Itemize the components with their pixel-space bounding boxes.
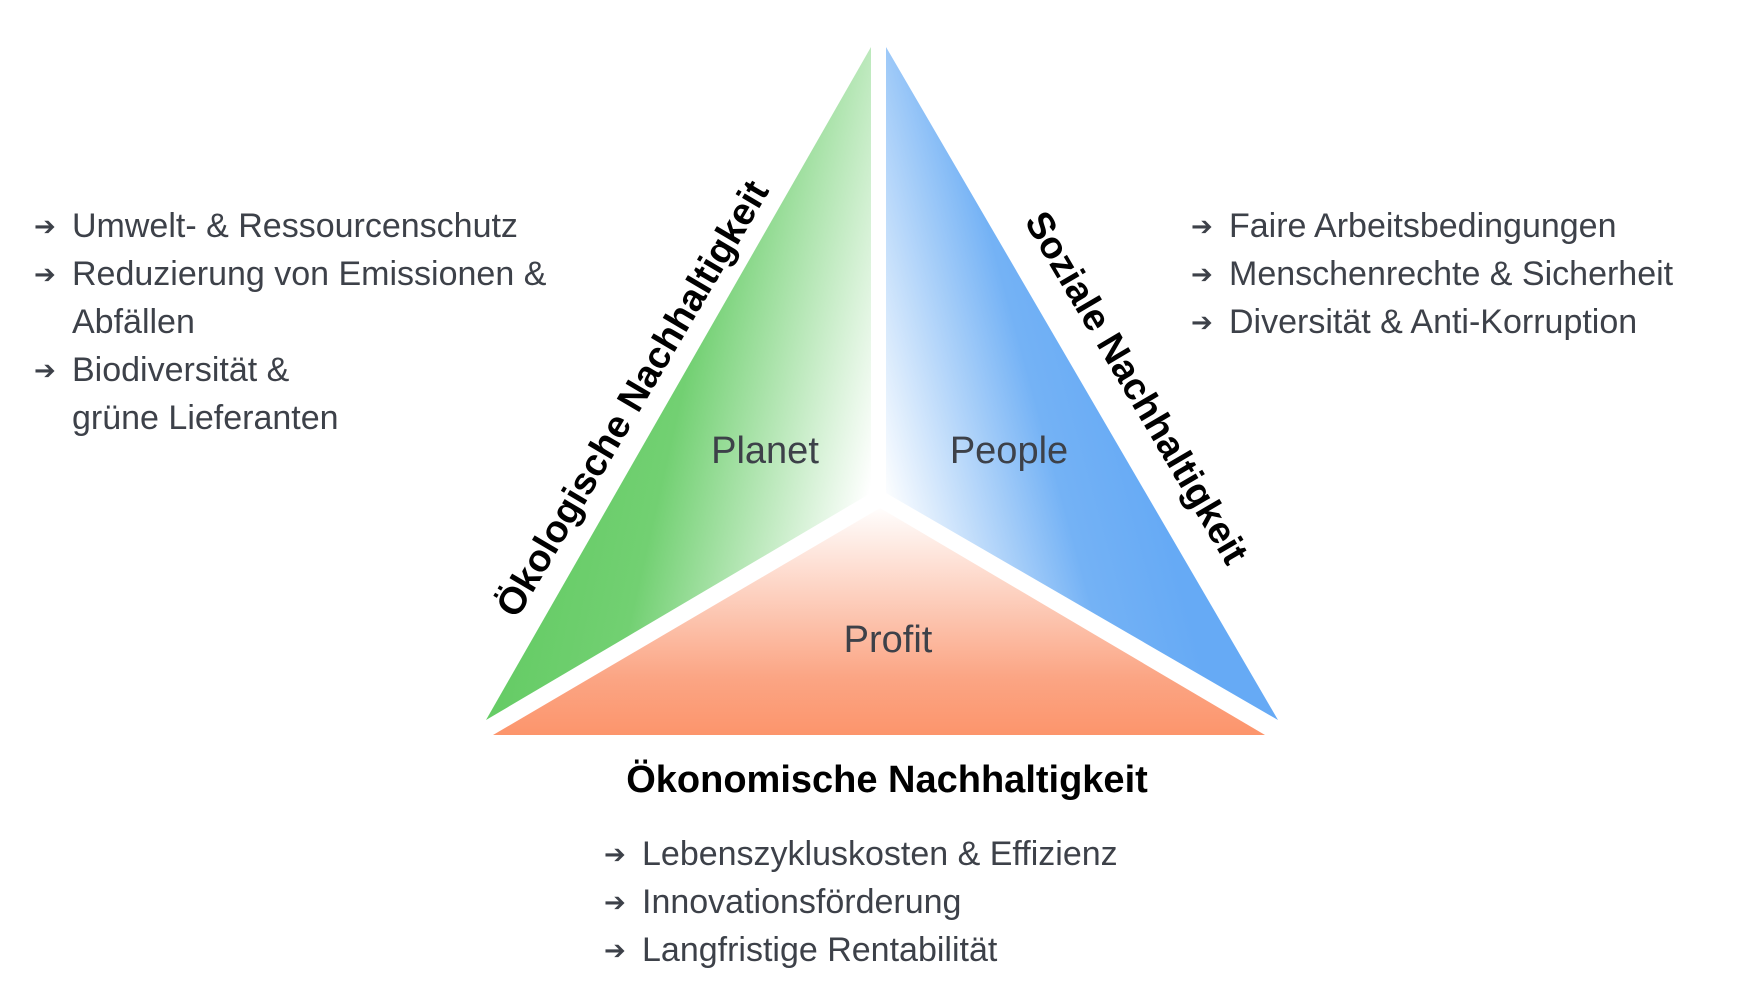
arrow-right-icon: ➔	[604, 935, 626, 965]
list-item: ➔ Lebenszykluskosten & Effizienz	[604, 830, 1224, 878]
arrow-right-icon: ➔	[34, 211, 56, 241]
list-item-text: Lebenszykluskosten & Effizienz	[642, 835, 1118, 873]
planet-segment	[486, 47, 871, 720]
people-label: People	[950, 430, 1068, 472]
people-segment	[886, 47, 1278, 720]
economic-criteria-list: ➔ Lebenszykluskosten & Effizienz ➔ Innovat…	[604, 830, 1224, 974]
list-item-text: Faire Arbeitsbedingungen	[1229, 207, 1617, 245]
planet-label: Planet	[711, 430, 819, 472]
list-item: ➔ Langfristige Rentabilität	[604, 926, 1224, 974]
list-item-text: Biodiversität & grüne Lieferanten	[72, 351, 339, 437]
list-item: ➔ Diversität & Anti-Korruption	[1191, 298, 1731, 346]
profit-label: Profit	[844, 619, 933, 661]
profit-segment	[493, 508, 1265, 735]
list-item-text: Innovationsförderung	[642, 883, 962, 921]
social-criteria-list: ➔ Faire Arbeitsbedingungen ➔ Menschenrecht…	[1191, 202, 1731, 346]
arrow-right-icon: ➔	[1191, 307, 1213, 337]
list-item: ➔ Faire Arbeitsbedingungen	[1191, 202, 1731, 250]
ecological-criteria-list: ➔ Umwelt- & Ressourcenschutz ➔ Reduzierung…	[34, 202, 594, 442]
arrow-right-icon: ➔	[1191, 259, 1213, 289]
list-item-text: Diversität & Anti-Korruption	[1229, 303, 1638, 341]
list-item-text: Umwelt- & Ressourcenschutz	[72, 207, 518, 245]
list-item: ➔ Menschenrechte & Sicherheit	[1191, 250, 1731, 298]
arrow-right-icon: ➔	[34, 259, 56, 289]
list-item-text: Menschenrechte & Sicherheit	[1229, 255, 1674, 293]
list-item: ➔ Reduzierung von Emissionen & Abfällen	[34, 250, 594, 346]
arrow-right-icon: ➔	[34, 355, 56, 385]
list-item: ➔ Biodiversität & grüne Lieferanten	[34, 346, 362, 442]
list-item-text: Langfristige Rentabilität	[642, 931, 998, 969]
list-item: ➔ Umwelt- & Ressourcenschutz	[34, 202, 594, 250]
arrow-right-icon: ➔	[604, 839, 626, 869]
arrow-right-icon: ➔	[604, 887, 626, 917]
arrow-right-icon: ➔	[1191, 211, 1213, 241]
list-item-text: Reduzierung von Emissionen & Abfällen	[72, 255, 547, 341]
economic-sustainability-title: Ökonomische Nachhaltigkeit	[626, 758, 1148, 801]
list-item: ➔ Innovationsförderung	[604, 878, 1224, 926]
